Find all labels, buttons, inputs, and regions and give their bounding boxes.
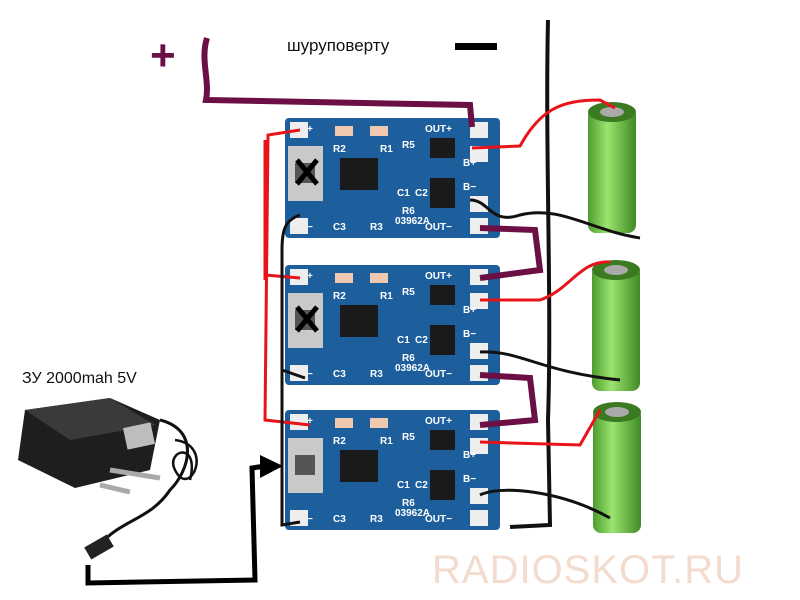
component-label: C1: [397, 335, 410, 346]
pad-label: OUT−: [425, 222, 452, 233]
solder-pad: [470, 510, 488, 526]
component-label: R5: [402, 287, 415, 298]
charger-ic: [340, 305, 378, 337]
battery-1: [588, 102, 636, 233]
component-label: C3: [333, 222, 346, 233]
solder-pad: [470, 196, 488, 212]
pad-label: OUT+: [425, 271, 452, 282]
charger-label: ЗУ 2000mah 5V: [22, 370, 137, 387]
solder-pad: [470, 343, 488, 359]
component-label: 03962A: [395, 508, 430, 519]
solder-pad: [470, 146, 488, 162]
solder-pad: [470, 488, 488, 504]
component-label: R1: [380, 291, 393, 302]
component-label: R2: [333, 436, 346, 447]
watermark: RADIOSKOT.RU: [432, 548, 745, 592]
drill-label: шуруповерту: [287, 36, 390, 55]
battery-negative-wire-2: [479, 350, 621, 382]
battery-positive-wire-1: [471, 98, 616, 150]
battery-positive-wire-3: [479, 409, 602, 447]
minus-sign: [455, 43, 497, 50]
pad-label: −: [307, 514, 313, 525]
mosfet: [430, 178, 455, 208]
component-label: R2: [333, 144, 346, 155]
negative-rail-wire: [509, 19, 553, 529]
component-label: R3: [370, 222, 383, 233]
mosfet: [430, 470, 455, 500]
component-label: R5: [402, 432, 415, 443]
pad-label: B+: [463, 450, 476, 461]
solder-pad: [290, 218, 308, 234]
pad-label: OUT−: [425, 514, 452, 525]
component-label: 03962A: [395, 363, 430, 374]
component-label: R2: [333, 291, 346, 302]
component-label: R6: [402, 353, 415, 364]
mosfet: [430, 325, 455, 355]
pad-label: OUT+: [425, 124, 452, 135]
component-label: C3: [333, 514, 346, 525]
pad-label: +: [307, 124, 313, 135]
positive-output-wire: [201, 37, 475, 128]
component-label: C2: [415, 188, 428, 199]
protection-ic: [430, 430, 455, 450]
pad-label: −: [307, 222, 313, 233]
component-label: R1: [380, 436, 393, 447]
battery-positive-wire-2: [480, 260, 611, 302]
battery-negative-wire-1: [469, 198, 641, 240]
pad-label: +: [307, 271, 313, 282]
protection-ic: [430, 138, 455, 158]
series-link-wire-2: [479, 372, 539, 428]
arrow-icon: [260, 455, 283, 478]
solder-pad: [470, 293, 488, 309]
pad-label: B−: [463, 474, 476, 485]
component-label: R3: [370, 369, 383, 380]
battery-2: [592, 260, 640, 391]
component-label: R3: [370, 514, 383, 525]
component-label: C1: [397, 480, 410, 491]
component-label: R1: [380, 144, 393, 155]
component-label: R5: [402, 140, 415, 151]
pad-label: OUT−: [425, 369, 452, 380]
pad-label: OUT+: [425, 416, 452, 427]
pad-label: B−: [463, 329, 476, 340]
component-label: 03962A: [395, 216, 430, 227]
pad-label: B+: [463, 158, 476, 169]
component-label: R6: [402, 498, 415, 509]
pad-label: −: [307, 369, 313, 380]
pad-label: B−: [463, 182, 476, 193]
component-label: C2: [415, 480, 428, 491]
component-label: C1: [397, 188, 410, 199]
cross-mark-icon: [295, 305, 319, 333]
charger-image: [18, 398, 198, 560]
cross-mark-icon: [295, 158, 319, 186]
pad-label: B+: [463, 305, 476, 316]
battery-negative-wire-3: [479, 488, 611, 520]
plus-sign: +: [150, 31, 176, 80]
component-label: C2: [415, 335, 428, 346]
protection-ic: [430, 285, 455, 305]
solder-pad: [290, 414, 308, 430]
component-label: C3: [333, 369, 346, 380]
battery-3: [593, 402, 641, 533]
charger-ic: [340, 158, 378, 190]
pad-label: +: [307, 416, 313, 427]
series-link-wire-1: [479, 225, 544, 281]
charger-ic: [340, 450, 378, 482]
component-label: R6: [402, 206, 415, 217]
charger-cable-wire: [85, 462, 273, 586]
input-negative-wire: [280, 213, 306, 527]
solder-pad: [470, 269, 488, 285]
